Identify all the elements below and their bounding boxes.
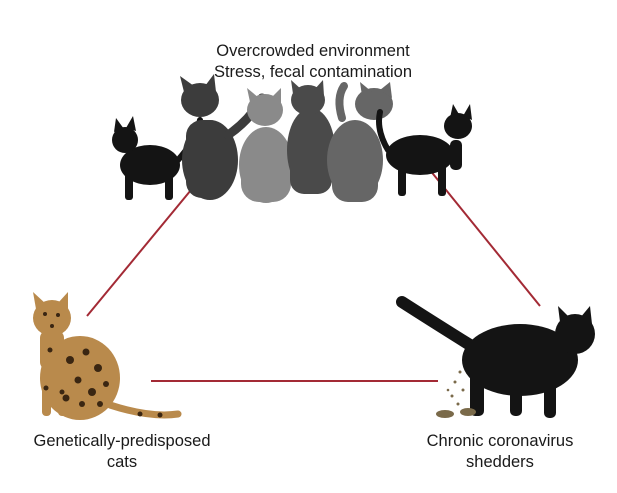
cat-group-illustration: [112, 74, 472, 203]
chronic-shedders-label: Chronic coronavirus shedders: [400, 431, 600, 473]
feces-droppings-icon: [436, 370, 476, 418]
genetically-predisposed-label: Genetically-predisposed cats: [22, 431, 222, 473]
top-caption-line2: Stress, fecal contamination: [213, 63, 413, 81]
overcrowded-environment-label: Overcrowded environment Stress, fecal co…: [158, 41, 468, 83]
bengal-cat-illustration: [33, 292, 182, 420]
light-gray-cat-center-icon: [239, 88, 293, 203]
top-caption-line1: Overcrowded environment: [216, 42, 410, 60]
dark-gray-cat-center-icon: [287, 80, 335, 194]
bengal-spots: [43, 312, 163, 418]
black-cat-right-icon: [376, 104, 472, 196]
left-caption-line2: cats: [106, 453, 138, 471]
right-caption-line2: shedders: [466, 453, 534, 471]
mid-gray-cat-right-icon: [327, 82, 393, 202]
right-caption-line1: Chronic coronavirus: [426, 432, 574, 450]
left-caption-line1: Genetically-predisposed: [33, 432, 211, 450]
shedding-cat-illustration: [396, 296, 595, 418]
